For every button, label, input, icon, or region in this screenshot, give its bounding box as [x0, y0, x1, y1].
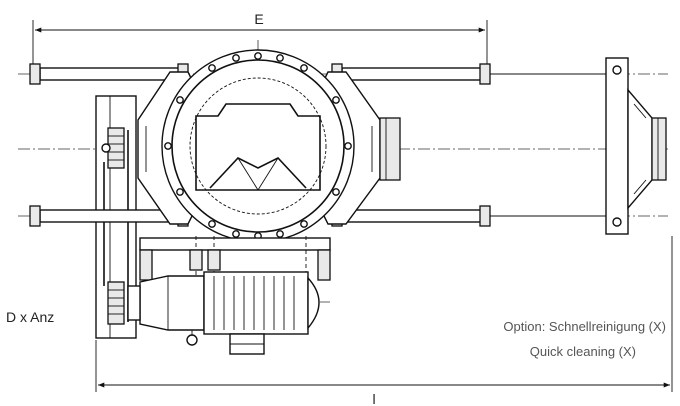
dimension-e: E	[32, 11, 488, 68]
gear-motor	[127, 271, 320, 355]
dimension-l-label: l	[372, 391, 375, 406]
diameter-count-label: D x Anz	[6, 309, 54, 325]
dimension-l: l	[95, 236, 673, 406]
rotor-housing	[161, 49, 355, 243]
option-note-de: Option: Schnellreinigung (X)	[503, 319, 666, 334]
dimension-e-label: E	[254, 11, 263, 27]
option-note-en: Quick cleaning (X)	[530, 344, 636, 359]
drive-frame	[139, 236, 331, 281]
bolt-holes	[164, 52, 352, 240]
quick-cleaning-flange	[605, 57, 667, 235]
